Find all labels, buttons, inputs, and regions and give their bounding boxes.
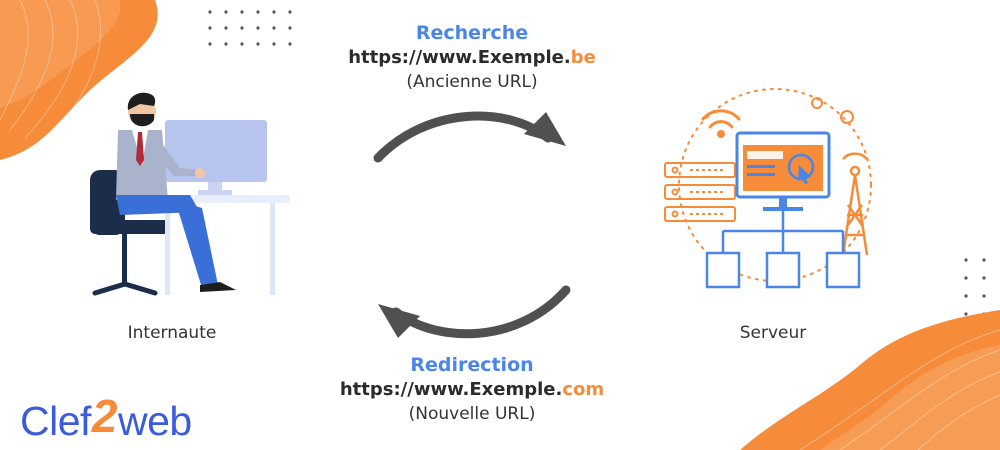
bottom-right-wave-highlight xyxy=(820,345,1000,450)
chair-back xyxy=(90,170,125,235)
chair-base xyxy=(92,281,158,296)
antenna-tower-icon xyxy=(841,152,869,256)
server-label: Serveur xyxy=(739,323,807,343)
request-note: (Ancienne URL) xyxy=(406,72,538,92)
server-network-icon xyxy=(664,88,872,289)
curved-arrow-left-icon xyxy=(378,285,571,339)
chair-seat xyxy=(90,220,170,234)
top-dot-grid xyxy=(208,10,292,46)
cursor-pointer xyxy=(798,165,811,184)
beard xyxy=(130,114,154,127)
arm xyxy=(152,138,198,176)
redirect-url: https://www.Exemple.com xyxy=(272,379,672,400)
client-label: Internaute xyxy=(127,323,217,343)
desk-top xyxy=(130,195,290,203)
monitor-stand xyxy=(208,182,222,191)
top-arrow-shaft xyxy=(373,111,553,163)
lower-leg xyxy=(175,200,218,288)
redirect-title: Redirection xyxy=(410,354,534,376)
redirect-note: (Nouvelle URL) xyxy=(408,404,536,424)
logo-part-web: web xyxy=(118,398,192,444)
node-circle xyxy=(811,97,823,109)
monitor-neck xyxy=(779,197,787,207)
redirect-url-tld: com xyxy=(562,379,605,400)
bottom-right-wave-lines xyxy=(799,329,1000,450)
monitor-foot xyxy=(763,207,803,211)
hand xyxy=(195,168,205,178)
request-url-main: https://www.Exemple. xyxy=(348,47,571,68)
request-title: Recherche xyxy=(415,22,529,44)
top-arrow-head xyxy=(524,112,566,146)
server-rack xyxy=(664,162,736,222)
top-left-wave-highlight xyxy=(0,0,121,108)
chair-post xyxy=(122,234,127,284)
monitor-base xyxy=(198,190,232,195)
logo-part-clef: Clef xyxy=(20,398,91,444)
wifi-icon xyxy=(701,109,741,138)
redirect-url-main: https://www.Exemple. xyxy=(339,379,563,400)
monitor-screen xyxy=(165,120,267,182)
request-url: https://www.Exemple.be xyxy=(272,47,672,68)
bottom-arrow-shaft xyxy=(391,285,571,339)
shoe xyxy=(200,282,236,292)
bottom-arrow-head xyxy=(378,304,420,338)
hair xyxy=(127,92,156,110)
desk-leg-right xyxy=(270,203,275,295)
top-left-wave-lines xyxy=(0,0,102,143)
display-line xyxy=(747,165,775,168)
display-line xyxy=(747,173,775,176)
user-at-computer-icon xyxy=(90,92,290,296)
dotted-orbit xyxy=(678,88,872,282)
logo-part-two: 2 xyxy=(91,390,118,442)
curved-arrow-right-icon xyxy=(373,111,566,163)
node-circle xyxy=(840,110,854,124)
network-tree xyxy=(705,211,861,289)
display-bar xyxy=(747,151,783,159)
tie xyxy=(136,132,144,166)
request-url-tld: be xyxy=(570,47,596,68)
clef2web-logo: Clef2web xyxy=(20,390,192,446)
cursor-target xyxy=(787,153,815,181)
desk-leg-left xyxy=(165,203,170,295)
